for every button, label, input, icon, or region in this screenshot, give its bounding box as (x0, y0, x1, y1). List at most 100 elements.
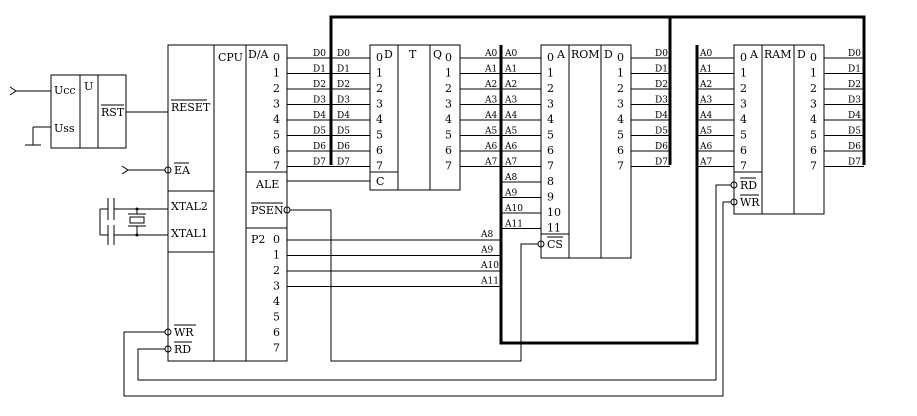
latch-out-pin-number: 6 (445, 144, 452, 157)
rom-a-label: A (556, 48, 566, 61)
cpu-p2-pin-number: 2 (273, 264, 280, 277)
rom-addr-pin-number: 6 (547, 144, 554, 157)
p2-address-label: A10 (480, 261, 499, 271)
ram-data-pin-number: 7 (810, 160, 817, 173)
latch-in-label: D2 (337, 80, 350, 90)
rom-data-pin-number: 0 (617, 51, 624, 64)
rom-chip: A ROM D CS 0A01A12A23A34A45A56A67A78A89A… (501, 44, 670, 259)
rom-data-label: D1 (655, 65, 668, 75)
latch-in-pin-number: 7 (376, 160, 383, 173)
latch-in-pin-number: 2 (376, 82, 383, 95)
rom-addr-label: A11 (504, 220, 523, 230)
rom-addr-label: A5 (504, 127, 517, 137)
latch-out-label: A0 (484, 49, 497, 59)
rst-pin-label: RST (101, 106, 125, 119)
latch-in-label: D6 (337, 142, 350, 152)
cpu-data-line-label: D1 (313, 65, 326, 75)
ale-pin-label: ALE (255, 178, 279, 191)
rom-data-label: D6 (655, 142, 668, 152)
ram-addr-pin-number: 5 (740, 129, 747, 142)
power-unit-title: U (84, 80, 93, 93)
rom-addr-pin-number: 3 (547, 98, 554, 111)
cpu-data-line-label: D3 (313, 96, 326, 106)
cpu-da-pin-number: 1 (273, 67, 280, 80)
cpu-data-line-label: D0 (313, 49, 326, 59)
cpu-da-pin-number: 4 (273, 113, 280, 126)
ram-addr-label: A0 (699, 49, 712, 59)
latch-c-label: C (376, 175, 384, 188)
cpu-da-pin-number: 2 (273, 82, 280, 95)
rom-addr-label: A1 (504, 65, 517, 75)
ram-data-label: D3 (848, 96, 861, 106)
ram-addr-label: A5 (699, 127, 712, 137)
ram-data-pin-number: 5 (810, 129, 817, 142)
ram-addr-label: A7 (699, 158, 712, 168)
rom-addr-pin-number: 8 (547, 175, 554, 188)
latch-in-label: D0 (337, 49, 350, 59)
rom-data-pin-number: 6 (617, 144, 624, 157)
ram-data-pin-number: 1 (810, 67, 817, 80)
ucc-pin-label: Ucc (54, 84, 76, 97)
ram-addr-pin-number: 7 (740, 160, 747, 173)
rom-title: ROM (571, 48, 600, 61)
latch-out-label: A4 (484, 111, 497, 121)
wr-wire (123, 201, 731, 397)
ram-data-pin-number: 4 (810, 113, 817, 126)
ram-addr-pin-number: 1 (740, 67, 747, 80)
latch-in-label: D3 (337, 96, 350, 106)
ram-data-label: D2 (848, 80, 861, 90)
rom-addr-pin-number: 11 (547, 222, 561, 235)
cpu-p2-pin-number: 5 (273, 311, 280, 324)
cpu-data-line-label: D7 (313, 158, 326, 168)
ram-data-label: D6 (848, 142, 861, 152)
latch-out-pin-number: 7 (445, 160, 452, 173)
rom-pins: 0A01A12A23A34A45A56A67A78A89A910A1011A11… (501, 49, 670, 235)
power-reset-unit: U Ucc Uss RST (9, 74, 168, 149)
uss-pin-label: Uss (54, 122, 75, 135)
rom-addr-pin-number: 0 (547, 51, 554, 64)
rom-d-label: D (604, 48, 613, 61)
rom-data-pin-number: 5 (617, 129, 624, 142)
latch-out-pin-number: 5 (445, 129, 452, 142)
latch-in-pin-number: 3 (376, 98, 383, 111)
ram-data-label: D1 (848, 65, 861, 75)
crystal-oscillator (99, 198, 168, 245)
cpu-da-pin-number: 7 (273, 160, 280, 173)
xtal2-pin-label: XTAL2 (171, 200, 208, 213)
latch-out-label: A3 (484, 96, 497, 106)
rom-addr-label: A3 (504, 96, 517, 106)
cpu-da-pin-number: 3 (273, 98, 280, 111)
cpu-p2-pin-number: 7 (273, 342, 280, 355)
rom-addr-label: A7 (504, 158, 517, 168)
latch-in-label: D4 (337, 111, 350, 121)
latch-title: T (409, 48, 417, 61)
rom-data-label: D3 (655, 96, 668, 106)
rom-data-label: D4 (655, 111, 668, 121)
cpu-p2-pin-number: 4 (273, 295, 280, 308)
ram-addr-pin-number: 6 (740, 144, 747, 157)
cpu-p2-pin-number: 3 (273, 280, 280, 293)
cpu-chip: CPU D/A RESET EA XTAL2 XTAL1 WR RD ALE P… (164, 44, 291, 362)
rom-addr-pin-number: 4 (547, 113, 554, 126)
ram-addr-pin-number: 4 (740, 113, 747, 126)
ram-d-label: D (797, 48, 806, 61)
rom-addr-pin-number: 7 (547, 160, 554, 173)
cpu-title: CPU (218, 51, 243, 64)
latch-in-label: D5 (337, 127, 350, 137)
ea-arrow-icon (121, 165, 129, 175)
rom-addr-label: A9 (504, 189, 517, 199)
rom-data-pin-number: 4 (617, 113, 624, 126)
ram-data-label: D5 (848, 127, 861, 137)
ram-a-label: A (749, 48, 759, 61)
p2-address-label: A9 (480, 246, 493, 256)
latch-in-label: D7 (337, 158, 350, 168)
crystal-icon (129, 216, 145, 224)
cpu-data-line-label: D6 (313, 142, 326, 152)
ram-wr-label: WR (740, 196, 760, 209)
rom-addr-pin-number: 10 (547, 206, 561, 219)
ea-pin-label: EA (174, 164, 191, 177)
